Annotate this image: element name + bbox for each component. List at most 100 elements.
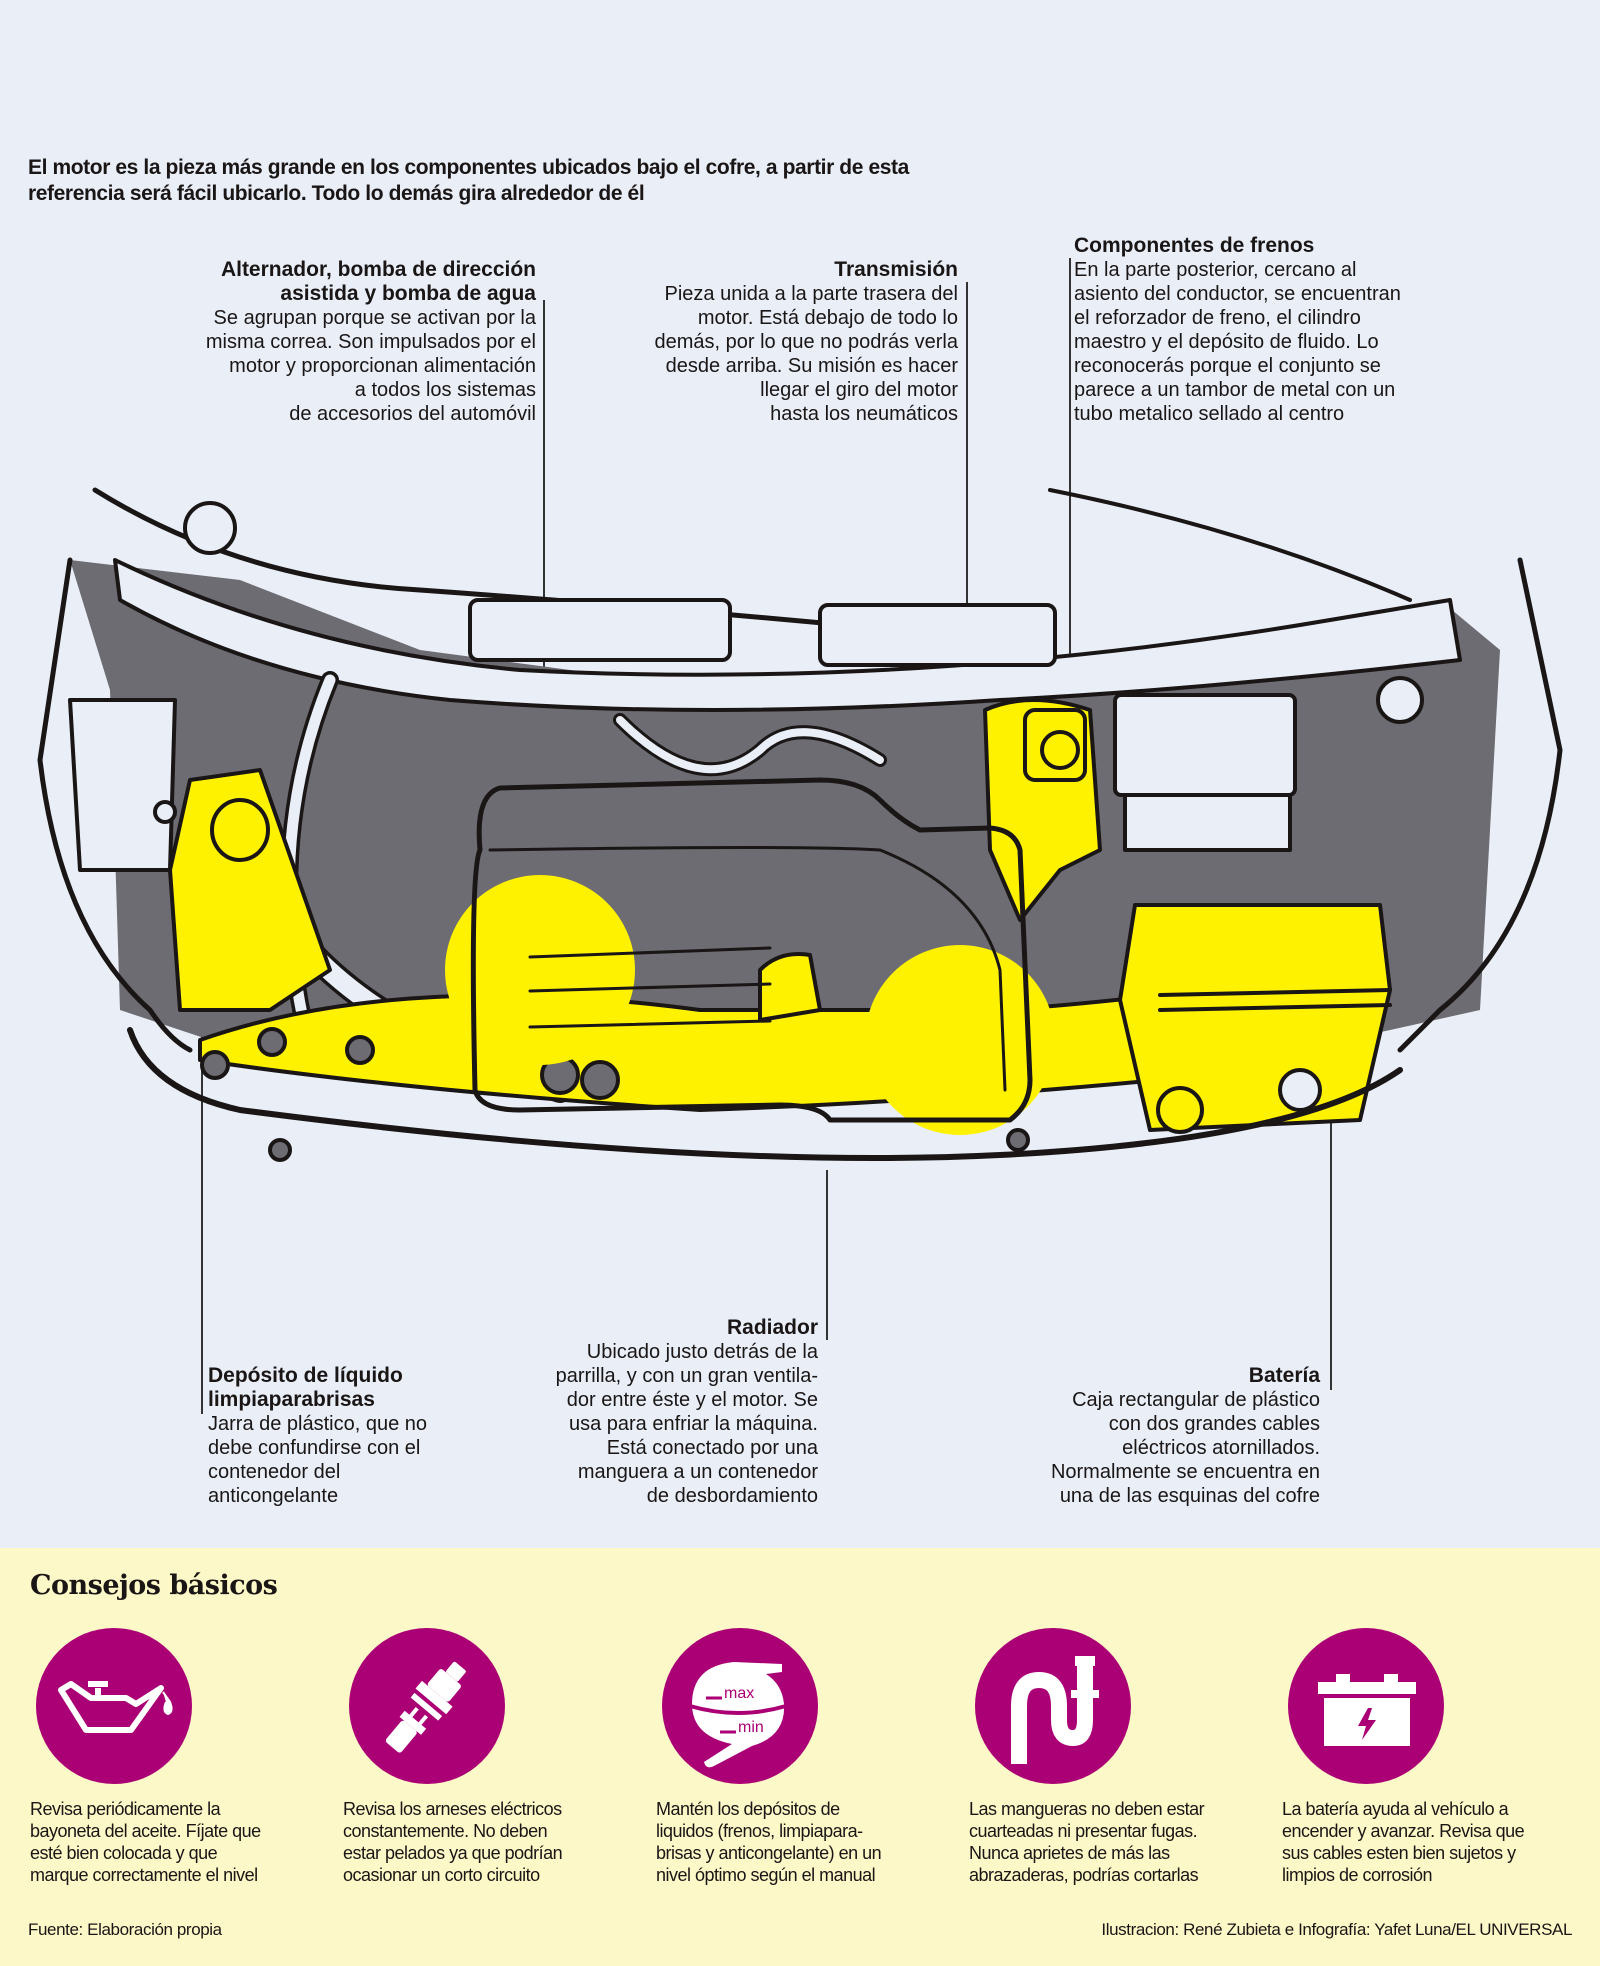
callout-line: a todos los sistemas (354, 379, 536, 401)
tip-line: constantemente. No deben (343, 1821, 548, 1841)
callout-line: el reforzador de freno, el cilindro (1074, 307, 1361, 329)
tip-battery: La batería ayuda al vehículo a encender … (1282, 1628, 1572, 1886)
callout-title: Depósito de líquido (208, 1364, 403, 1387)
callout-line: eléctricos atornillados. (1122, 1437, 1320, 1459)
tip-line: abrazaderas, podrías cortarlas (969, 1865, 1199, 1885)
callout-line: con dos grandes cables (1108, 1413, 1320, 1435)
washer-reservoir-cap (210, 798, 270, 862)
fuse-box-lower (1123, 793, 1292, 852)
tip-line: sus cables esten bien sujetos y (1282, 1843, 1516, 1863)
strut-mount (1376, 676, 1424, 724)
bumper-bolt (268, 1138, 292, 1162)
tip-fluids: max min Mantén los depósitos de liquidos… (656, 1628, 946, 1886)
tip-line: Revisa periódicamente la (30, 1799, 221, 1819)
leader-line-limpiaparabrisas (201, 1030, 203, 1414)
callout-line: parece a un tambor de metal con un (1074, 379, 1396, 401)
tip-line: Revisa los arneses eléctricos (343, 1799, 562, 1819)
cowl-vent-right (818, 603, 1057, 667)
callout-line: demás, por lo que no podrás verla (654, 331, 958, 353)
callout-line: una de las esquinas del cofre (1059, 1485, 1320, 1507)
bolt (153, 800, 177, 824)
callout-line: llegar el giro del motor (760, 379, 958, 401)
callout-line: misma correa. Son impulsados por el (205, 331, 536, 353)
engine-bay-illustration (37, 487, 1563, 1162)
tip-line: nivel óptimo según el manual (656, 1865, 876, 1885)
tip-text: Revisa periódicamente la bayoneta del ac… (30, 1798, 320, 1886)
callout-transmision: Transmisión Pieza unida a la parte trase… (610, 258, 958, 426)
fuse-box (1113, 693, 1297, 797)
tip-hoses: Las mangueras no deben estar cuarteadas … (969, 1628, 1259, 1886)
tip-text: Mantén los depósitos de liquidos (frenos… (656, 1798, 946, 1886)
callout-title: Transmisión (834, 258, 958, 281)
callout-line: maestro y el depósito de fluido. Lo (1074, 331, 1379, 353)
intro-line-2: referencia será fácil ubicarlo. Todo lo … (28, 182, 645, 205)
tip-line: ocasionar un corto circuito (343, 1865, 540, 1885)
tip-line: liquidos (frenos, limpiapara- (656, 1821, 863, 1841)
callout-line: Ubicado justo detrás de la (586, 1341, 818, 1363)
callout-line: debe confundirse con el (208, 1437, 421, 1459)
tip-oil: Revisa periódicamente la bayoneta del ac… (30, 1628, 320, 1886)
left-panel (68, 698, 177, 872)
callout-line: usa para enfriar la máquina. (568, 1413, 818, 1435)
tip-line: Las mangueras no deben estar (969, 1799, 1205, 1819)
hood-edge-right (1048, 488, 1412, 602)
radiator-hole (200, 1050, 230, 1080)
front-bumper (127, 1027, 1403, 1161)
callout-limpiaparabrisas: Depósito de líquido limpiaparabrisas Jar… (208, 1364, 468, 1508)
battery-icon (1288, 1628, 1444, 1784)
callout-line: asiento del conductor, se encuentran (1074, 283, 1401, 305)
tip-line: limpios de corrosión (1282, 1865, 1433, 1885)
callout-alternador: Alternador, bomba de dirección asistida … (150, 258, 536, 426)
tips-title: Consejos básicos (30, 1570, 278, 1601)
callout-line: Normalmente se encuentra en (1050, 1461, 1320, 1483)
battery-highlight (1118, 903, 1392, 1132)
engine-highlight-left (445, 875, 635, 1065)
callout-line: Está conectado por una (606, 1437, 818, 1459)
leader-line-radiador (826, 1170, 828, 1340)
tip-line: cuarteadas ni presentar fugas. (969, 1821, 1198, 1841)
engine-cover-inner (488, 846, 1007, 1092)
engine-cover-rib (528, 946, 772, 959)
tip-line: brisas y anticongelante) en un (656, 1843, 882, 1863)
tip-line: estar pelados ya que podrían (343, 1843, 563, 1863)
radiator-hole (345, 1035, 375, 1065)
callout-line: manguera a un contenedor (577, 1461, 818, 1483)
coolant-overflow-highlight (758, 952, 822, 1022)
callout-title: Batería (1248, 1364, 1320, 1387)
fluid-reservoir-icon: max min (662, 1628, 818, 1784)
callout-title: Componentes de frenos (1074, 234, 1315, 257)
callout-line: de desbordamiento (646, 1485, 818, 1507)
engine-cover-rib (528, 1019, 772, 1029)
tip-line: esté bien colocada y que (30, 1843, 218, 1863)
callout-line: desde arriba. Su misión es hacer (665, 355, 958, 377)
callout-title: Radiador (726, 1316, 818, 1339)
cowl-vent-left (468, 598, 732, 662)
tip-line: encender y avanzar. Revisa que (1282, 1821, 1525, 1841)
hose (616, 716, 884, 774)
author-credit: Ilustracion: René Zubieta e Infografía: … (1101, 1920, 1572, 1939)
fender-left (37, 557, 193, 1053)
intro-line-1: El motor es la pieza más grande en los c… (28, 156, 909, 179)
battery-ridge (1158, 988, 1392, 997)
callout-line: motor y proporcionan alimentación (229, 355, 536, 377)
callout-line: anticongelante (208, 1485, 339, 1507)
radiator-hole (580, 1060, 620, 1100)
callout-line: Jarra de plástico, que no (208, 1413, 428, 1435)
source-credit: Fuente: Elaboración propia (28, 1920, 222, 1939)
fender-right (1397, 557, 1563, 1053)
tip-text: Revisa los arneses eléctricos constantem… (343, 1798, 633, 1886)
tip-electrical: Revisa los arneses eléctricos constantem… (343, 1628, 633, 1886)
max-label: max (724, 1685, 754, 1702)
callout-radiador: Radiador Ubicado justo detrás de la parr… (500, 1316, 818, 1508)
tip-line: Mantén los depósitos de (656, 1799, 840, 1819)
callout-title: asistida y bomba de agua (280, 282, 536, 305)
engine-highlight-right (865, 945, 1055, 1135)
callout-line: dor entre éste y el motor. Se (566, 1389, 818, 1411)
callout-bateria: Batería Caja rectangular de plástico con… (1000, 1364, 1320, 1508)
hose-icon (975, 1628, 1131, 1784)
brake-reservoir-cap (1040, 730, 1080, 770)
tip-line: La batería ayuda al vehículo a (1282, 1799, 1509, 1819)
battery-terminal (1156, 1086, 1204, 1134)
callout-line: motor. Está debajo de todo lo (697, 307, 958, 329)
battery-ridge (1158, 1003, 1392, 1012)
